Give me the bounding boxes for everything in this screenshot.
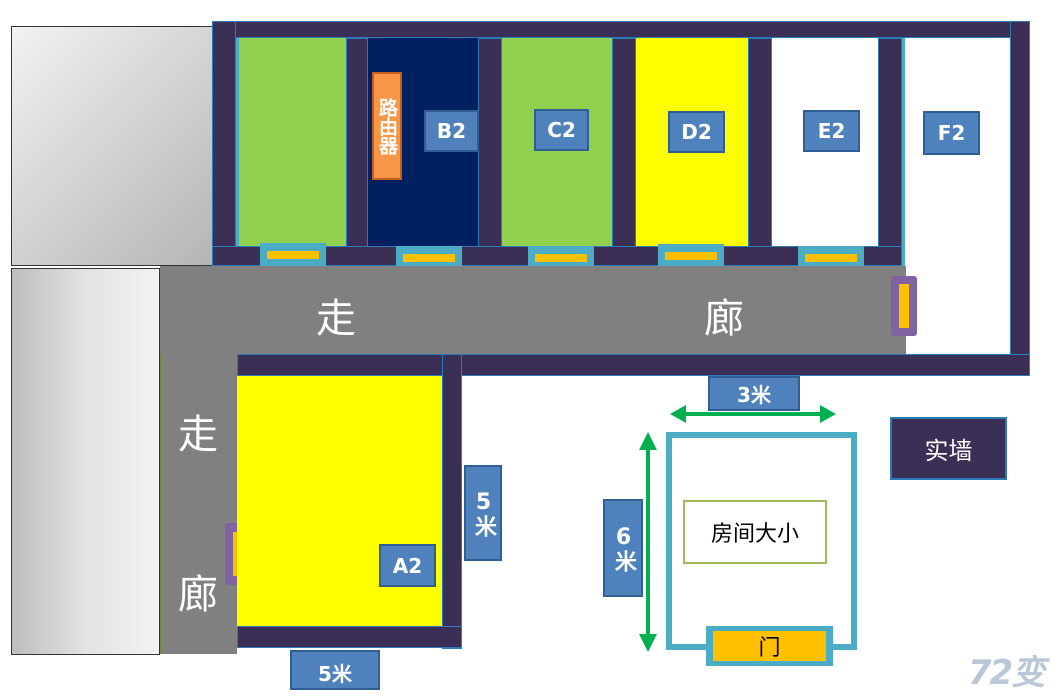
label-d2: D2 [668, 111, 725, 153]
a2-right-wall [442, 354, 462, 649]
top-wall [212, 21, 1030, 38]
label-b2: B2 [424, 110, 479, 152]
left-block-top [11, 26, 214, 266]
corridor-h-char-1: 走 [316, 296, 356, 342]
right-wall [1010, 21, 1030, 356]
room-a-upper [236, 38, 346, 246]
corridor-south-wall [460, 354, 1030, 376]
door-room-a [260, 243, 326, 267]
door-corridor-east [891, 276, 917, 336]
label-f2: F2 [923, 111, 980, 155]
partition-1 [346, 38, 368, 266]
door-room-d2 [658, 244, 724, 268]
dim-6m: 6米 [603, 499, 643, 597]
left-block-bottom [11, 268, 160, 655]
router: 路由器 [372, 72, 402, 180]
legend-solid-wall: 实墙 [890, 417, 1007, 480]
corridor-v-char-1: 走 [178, 412, 218, 458]
legend-door-label: 门 [758, 636, 781, 661]
corridor-h-char-2: 廊 [704, 296, 744, 342]
router-label: 路由器 [376, 97, 398, 155]
label-e2: E2 [803, 110, 860, 152]
dim-3m: 3米 [708, 376, 800, 411]
room-a2 [237, 376, 442, 626]
dim-5m-horizontal: 5米 [290, 650, 380, 690]
legend-door: 门 [706, 626, 833, 666]
dim-6m-arrow [634, 430, 662, 654]
partition-4 [748, 38, 772, 266]
room-f2 [902, 38, 1010, 356]
a2-top-wall [237, 354, 443, 376]
room-size-label: 房间大小 [710, 522, 799, 547]
partition-3 [612, 38, 636, 266]
partition-2 [478, 38, 502, 266]
a2-bottom-wall [237, 626, 462, 648]
dim-5m-vertical: 5米 [464, 465, 502, 561]
label-c2: C2 [534, 109, 589, 151]
left-wall-top [212, 21, 236, 267]
watermark-logo: 72变 [968, 652, 1045, 693]
room-size-box: 房间大小 [683, 500, 827, 564]
legend-solid-wall-label: 实墙 [924, 437, 973, 465]
corridor-vertical [160, 354, 237, 654]
dim-3m-arrow [668, 400, 838, 428]
partition-5 [878, 38, 902, 266]
label-a2: A2 [379, 544, 436, 587]
corridor-v-char-2: 廊 [178, 572, 218, 618]
corridor-horizontal [160, 266, 906, 354]
